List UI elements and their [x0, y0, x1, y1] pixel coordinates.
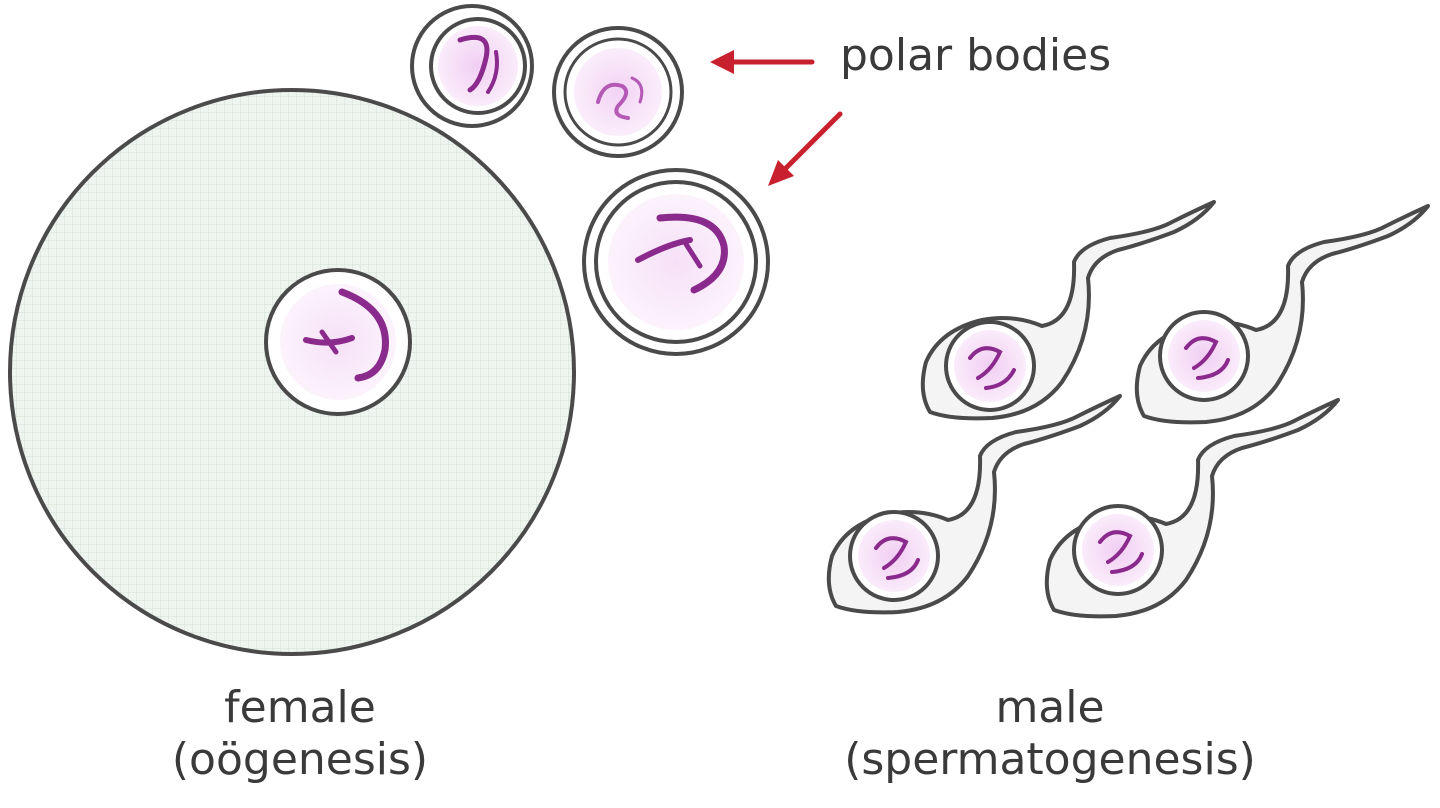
sperm-cell-1 — [920, 200, 1216, 421]
sperm-cell-4 — [1044, 398, 1340, 619]
egg-cell — [8, 88, 576, 656]
polar-bodies-label: polar bodies — [840, 30, 1112, 81]
polar-body-2 — [552, 26, 684, 158]
arrow-to-polar-body-2 — [710, 50, 815, 74]
sperm-cell-3 — [826, 394, 1122, 615]
arrow-to-polar-body-3 — [768, 111, 843, 186]
male-subtitle: (spermatogenesis) — [844, 734, 1256, 785]
male-title: male — [995, 682, 1105, 733]
polar-body-1 — [410, 4, 534, 128]
female-caption: female (oögenesis) — [120, 682, 480, 786]
female-title: female — [224, 682, 376, 733]
polar-body-3 — [582, 168, 770, 356]
egg-chromosomes — [303, 288, 389, 382]
female-subtitle: (oögenesis) — [171, 734, 429, 785]
sperm-cell-2 — [1134, 204, 1430, 425]
male-caption: male (spermatogenesis) — [800, 682, 1300, 786]
